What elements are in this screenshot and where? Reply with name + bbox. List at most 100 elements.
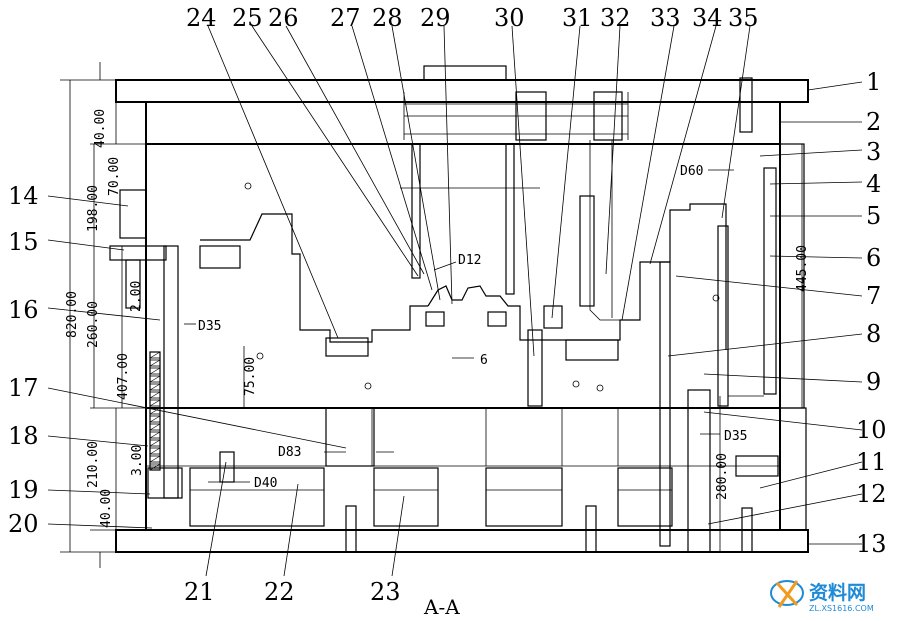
callout-6: 6 <box>866 244 881 272</box>
spring-coil-segment <box>149 455 161 463</box>
callout-18: 18 <box>8 422 39 450</box>
callout-25: 25 <box>232 4 263 32</box>
callout-22: 22 <box>264 578 295 606</box>
spring-coil-hatch <box>149 439 161 447</box>
spring-coil-hatch <box>149 431 161 439</box>
cavity-details <box>109 77 779 553</box>
dim-260: 260.00 <box>86 301 101 348</box>
callouts-top: 24 25 26 27 28 29 30 31 32 33 34 35 <box>186 4 759 32</box>
dim-six: 6 <box>480 353 488 368</box>
callout-28: 28 <box>372 4 403 32</box>
spring-coil-segment <box>149 407 161 415</box>
callout-19: 19 <box>8 476 39 504</box>
dim-d60: D60 <box>680 164 703 179</box>
dimension-labels: D35 D35 D60 D12 D83 D40 6 820.00 260.00 … <box>65 109 810 528</box>
callout-33: 33 <box>650 4 681 32</box>
spring-coil-hatch <box>149 423 161 431</box>
spring-coil-segment <box>149 351 161 359</box>
callout-11: 11 <box>856 448 887 476</box>
callout-35: 35 <box>728 4 759 32</box>
spring-coil-hatch <box>149 447 161 455</box>
spring-coil-segment <box>149 359 161 367</box>
dim-d40: D40 <box>254 476 277 491</box>
dim-75: 75.00 <box>243 357 258 396</box>
watermark-main-text: 资料网 <box>809 581 866 604</box>
callout-13: 13 <box>856 530 887 558</box>
dim-2: 2.00 <box>129 281 144 312</box>
spring-coil-segment <box>149 447 161 455</box>
dim-198: 198.00 <box>86 185 101 232</box>
callout-15: 15 <box>8 228 39 256</box>
xs-logo-icon <box>770 580 804 608</box>
callout-27: 27 <box>330 4 361 32</box>
dim-40-top: 40.00 <box>93 109 108 148</box>
callout-24: 24 <box>186 4 217 32</box>
leader-lines <box>47 25 863 577</box>
dim-210: 210.00 <box>86 441 101 488</box>
dim-40-bottom: 40.00 <box>99 489 114 528</box>
spring-coil-hatch <box>149 359 161 367</box>
callout-4: 4 <box>866 170 881 198</box>
callout-12: 12 <box>856 480 887 508</box>
spring-coil-hatch <box>149 391 161 399</box>
spring-coil-segment <box>149 399 161 407</box>
callout-20: 20 <box>8 510 39 538</box>
spring-coil-hatch <box>149 367 161 375</box>
spring-coil-hatch <box>149 383 161 391</box>
callout-23: 23 <box>370 578 401 606</box>
plate-outlines <box>115 65 809 553</box>
callout-16: 16 <box>8 296 39 324</box>
callout-10: 10 <box>856 416 887 444</box>
callout-17: 17 <box>8 374 39 402</box>
dim-280: 280.00 <box>715 453 730 500</box>
support-blocks <box>146 182 780 553</box>
dim-d83: D83 <box>278 445 301 460</box>
callout-9: 9 <box>866 368 881 396</box>
spring-coil-segment <box>149 391 161 399</box>
dim-3: 3.00 <box>130 445 145 476</box>
dimension-lines-left <box>60 62 254 568</box>
callouts-right: 1 2 3 4 5 6 7 8 9 10 11 12 13 <box>856 68 887 558</box>
dim-820: 820.00 <box>65 291 80 338</box>
dim-445: 445.00 <box>795 245 810 292</box>
dim-407: 407.00 <box>116 353 131 400</box>
spring-coil-segment <box>149 415 161 423</box>
dimension-lines-right <box>700 144 803 552</box>
callouts-bottom: 21 22 23 <box>184 578 401 606</box>
spring-coil-segment <box>149 463 161 471</box>
callout-5: 5 <box>866 202 881 230</box>
callouts-left: 14 15 16 17 18 19 20 <box>8 182 39 538</box>
section-caption: A-A <box>423 595 460 619</box>
callout-31: 31 <box>562 4 593 32</box>
callout-8: 8 <box>866 320 881 348</box>
callout-3: 3 <box>866 138 881 166</box>
spring-coil-hatch <box>149 399 161 407</box>
spring-coil-segment <box>149 431 161 439</box>
callout-2: 2 <box>866 108 881 136</box>
watermark-logo: 资料网 ZL.XS1616.COM <box>770 580 874 613</box>
spring-coil-hatch <box>149 463 161 471</box>
dim-70: 70.00 <box>107 157 122 196</box>
dim-d12: D12 <box>458 253 481 268</box>
spring-coil-segment <box>149 367 161 375</box>
spring-coil-segment <box>149 423 161 431</box>
spring-coil-segment <box>149 383 161 391</box>
callout-21: 21 <box>184 578 215 606</box>
spring-coil-segment <box>149 439 161 447</box>
callout-7: 7 <box>866 282 881 310</box>
spring-coils <box>149 351 161 471</box>
spring-coil-hatch <box>149 375 161 383</box>
dim-d35-left: D35 <box>198 319 221 334</box>
callout-1: 1 <box>866 68 881 96</box>
spring-coil-hatch <box>149 407 161 415</box>
spring-coil-segment <box>149 375 161 383</box>
callout-26: 26 <box>268 4 299 32</box>
watermark-sub-text: ZL.XS1616.COM <box>809 604 874 613</box>
spring-coil-hatch <box>149 415 161 423</box>
callout-30: 30 <box>494 4 525 32</box>
callout-29: 29 <box>420 4 451 32</box>
callout-32: 32 <box>600 4 631 32</box>
spring-coil-hatch <box>149 455 161 463</box>
spring-coil-hatch <box>149 351 161 359</box>
